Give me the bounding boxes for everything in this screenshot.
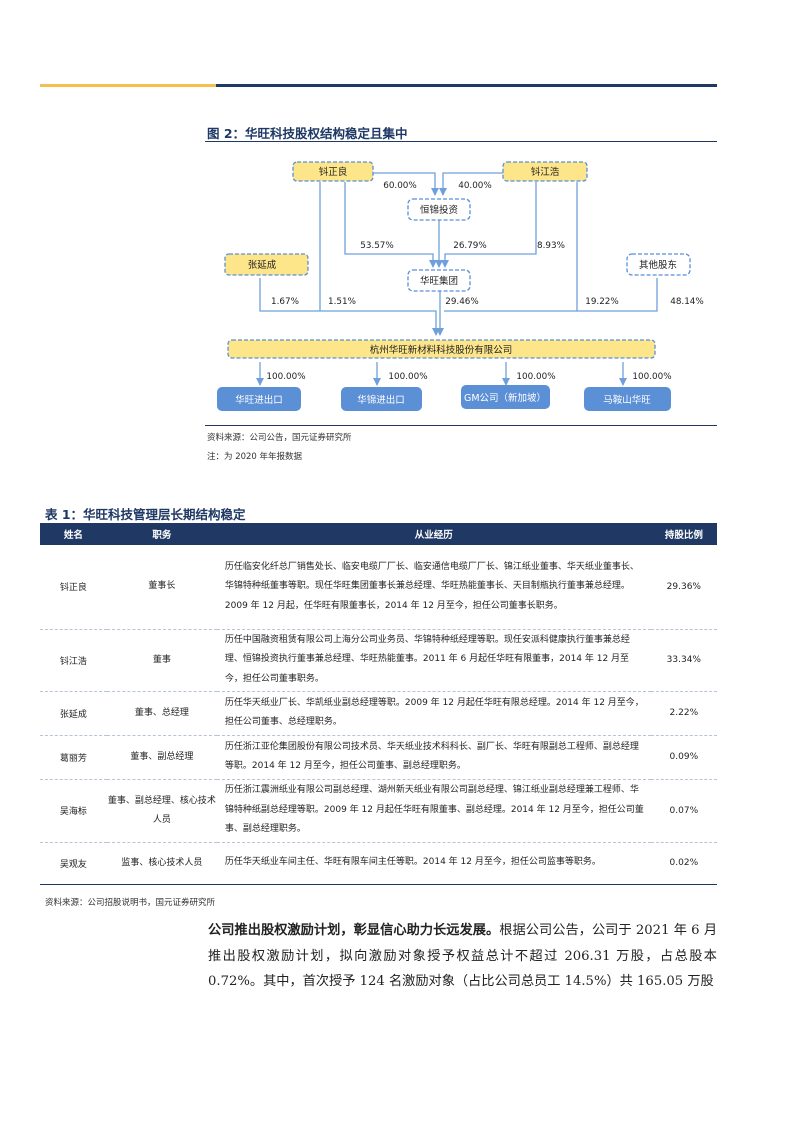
- node-sub2: 华锦进出口: [357, 394, 405, 406]
- node-sub1-box: [217, 387, 301, 411]
- cell-experience: 历任中国融资租赁有限公司上海分公司业务员、华锦特种纸经理等职。现任安派科健康执行…: [216, 629, 651, 692]
- label-qzl-group: 53.57%: [360, 241, 394, 251]
- node-sub3: GM公司（新加坡）: [464, 392, 546, 404]
- label-company-sub4: 100.00%: [632, 372, 671, 382]
- header-accent-gold: [40, 84, 216, 87]
- node-other: 其他股东: [639, 259, 677, 271]
- edge-qzl-hengjin: [372, 172, 439, 196]
- header-experience: 从业经历: [216, 523, 651, 545]
- node-huawang-group: 华旺集团: [420, 275, 458, 287]
- node-qian-jianghao-box: [502, 161, 588, 182]
- figure-bottom-rule: [205, 425, 717, 426]
- cell-role: 董事: [106, 629, 217, 692]
- cell-experience: 历任华天纸业厂长、华凯纸业副总经理等职。2009 年 12 月起任华旺有限总经理…: [216, 691, 651, 736]
- cell-experience: 历任浙江亚伦集团股份有限公司技术员、华天纸业技术科科长、副厂长、华旺有限副总工程…: [216, 735, 651, 780]
- label-company-sub1: 100.00%: [266, 372, 305, 382]
- paragraph-lead: 公司推出股权激励计划，彰显信心助力长远发展。: [208, 923, 500, 938]
- edge-zhang-company: [259, 278, 440, 336]
- node-sub4-box: [584, 387, 671, 411]
- node-qian-zhengliang: 钭正良: [319, 166, 348, 178]
- header-accent-navy: [216, 84, 717, 87]
- header-name: 姓名: [40, 523, 107, 545]
- body-paragraph: 公司推出股权激励计划，彰显信心助力长远发展。根据公司公告，公司于 2021 年 …: [208, 918, 717, 995]
- label-company-sub3: 100.00%: [516, 372, 555, 382]
- table-row: 吴海标 董事、副总经理、核心技术人员 历任浙江震洲纸业有限公司副总经理、湖州新天…: [40, 779, 717, 843]
- cell-experience: 历任浙江震洲纸业有限公司副总经理、湖州新天纸业有限公司副总经理、锦江纸业副总经理…: [216, 779, 651, 843]
- cell-name: 钭江浩: [40, 629, 107, 692]
- cell-name: 葛丽芳: [40, 735, 107, 780]
- label-qzl-company: 1.51%: [328, 297, 356, 307]
- table-row: 钭江浩 董事 历任中国融资租赁有限公司上海分公司业务员、华锦特种纸经理等职。现任…: [40, 629, 717, 692]
- cell-experience: 历任华天纸业车间主任、华旺有限车间主任等职。2014 年 12 月至今，担任公司…: [216, 842, 651, 885]
- paragraph-text: 根据公司公告，公司于 2021 年 6 月推出股权激励计划，拟向激励对象授予权益…: [208, 923, 718, 989]
- label-qzl-hengjin: 60.00%: [383, 181, 417, 191]
- cell-role: 董事长: [106, 545, 217, 630]
- node-other-box: [626, 253, 691, 276]
- table-title: 表 1：华旺科技管理层长期结构稳定: [45, 507, 246, 522]
- edge-other-company: [577, 278, 658, 312]
- table-header-row: 姓名 职务 从业经历 持股比例: [40, 523, 717, 545]
- node-sub2-box: [341, 387, 422, 411]
- node-sub4: 马鞍山华旺: [603, 394, 651, 406]
- header-share: 持股比例: [650, 523, 717, 545]
- cell-share: 0.09%: [650, 735, 717, 780]
- cell-share: 0.02%: [650, 842, 717, 885]
- label-company-sub2: 100.00%: [388, 372, 427, 382]
- node-company-box: [227, 339, 656, 359]
- cell-share: 29.36%: [650, 545, 717, 630]
- table-row: 吴观友 监事、核心技术人员 历任华天纸业车间主任、华旺有限车间主任等职。2014…: [40, 842, 717, 885]
- header-role: 职务: [106, 523, 217, 545]
- cell-role: 董事、副总经理、核心技术人员: [106, 779, 217, 843]
- table-source: 资料来源：公司招股说明书，国元证券研究所: [45, 898, 216, 908]
- node-company: 杭州华旺新材料科技股份有限公司: [370, 344, 513, 356]
- node-zhang-yancheng-box: [224, 253, 309, 276]
- figure-source: 资料来源：公司公告，国元证券研究所: [207, 433, 352, 443]
- label-qjh-company: 19.22%: [585, 297, 619, 307]
- cell-share: 0.07%: [650, 779, 717, 843]
- node-hengjin-box: [407, 198, 471, 221]
- label-other-company: 48.14%: [670, 297, 704, 307]
- label-qjh-hengjin: 40.00%: [458, 181, 492, 191]
- node-sub3-box: [461, 385, 550, 409]
- management-table: 姓名 职务 从业经历 持股比例 钭正良 董事长 历任临安化纤总厂销售处长、临安电…: [40, 523, 717, 885]
- edge-qjh-group: [441, 182, 537, 268]
- cell-name: 吴海标: [40, 779, 107, 843]
- cell-role: 董事、总经理: [106, 691, 217, 736]
- node-qian-jianghao: 钭江浩: [531, 166, 560, 178]
- cell-role: 监事、核心技术人员: [106, 842, 217, 885]
- cell-name: 张延成: [40, 691, 107, 736]
- label-hengjin-group: 26.79%: [453, 241, 487, 251]
- label-group-company: 29.46%: [445, 297, 479, 307]
- table-row: 葛丽芳 董事、副总经理 历任浙江亚伦集团股份有限公司技术员、华天纸业技术科科长、…: [40, 735, 717, 780]
- table-row: 张延成 董事、总经理 历任华天纸业厂长、华凯纸业副总经理等职。2009 年 12…: [40, 691, 717, 736]
- ownership-diagram: 钭正良 钭江浩 恒锦投资 华旺集团 张延成 其他股东 杭州华旺新材料科技股份有限…: [217, 161, 704, 411]
- node-sub1: 华旺进出口: [235, 394, 283, 406]
- cell-role: 董事、副总经理: [106, 735, 217, 780]
- cell-share: 2.22%: [650, 691, 717, 736]
- cell-share: 33.34%: [650, 629, 717, 692]
- label-zhang-company: 1.67%: [271, 297, 299, 307]
- node-zhang-yancheng: 张延成: [248, 259, 277, 271]
- figure-note: 注：为 2020 年年报数据: [207, 452, 303, 462]
- node-hengjin: 恒锦投资: [420, 204, 459, 216]
- node-qian-zhengliang-box: [292, 161, 374, 182]
- table-row: 钭正良 董事长 历任临安化纤总厂销售处长、临安电缆厂厂长、临安通信电缆厂厂长、锦…: [40, 545, 717, 630]
- cell-name: 吴观友: [40, 842, 107, 885]
- edge-qzl-group: [344, 182, 437, 268]
- figure-title: 图 2：华旺科技股权结构稳定且集中: [207, 126, 408, 141]
- cell-name: 钭正良: [40, 545, 107, 630]
- label-qjh-group: 8.93%: [537, 241, 565, 251]
- cell-experience: 历任临安化纤总厂销售处长、临安电缆厂厂长、临安通信电缆厂厂长、锦江纸业董事、华天…: [216, 545, 651, 630]
- figure-title-rule: [205, 141, 717, 142]
- edge-qjh-hengjin: [439, 172, 503, 196]
- node-huawang-group-box: [407, 269, 471, 292]
